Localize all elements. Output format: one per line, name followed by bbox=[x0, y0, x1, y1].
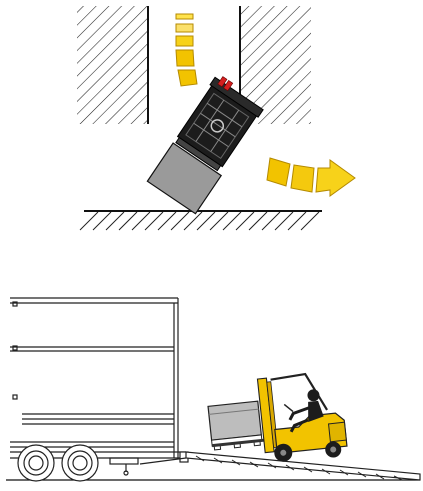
path-segments-in bbox=[176, 14, 197, 86]
forklift-side-view bbox=[206, 370, 348, 470]
floor-wall bbox=[80, 211, 322, 230]
trailer-wheels bbox=[18, 445, 98, 481]
top-view-scene bbox=[77, 6, 355, 230]
path-segments-out bbox=[267, 158, 355, 196]
side-view-scene bbox=[6, 298, 420, 481]
left-rack-wall bbox=[77, 6, 148, 124]
